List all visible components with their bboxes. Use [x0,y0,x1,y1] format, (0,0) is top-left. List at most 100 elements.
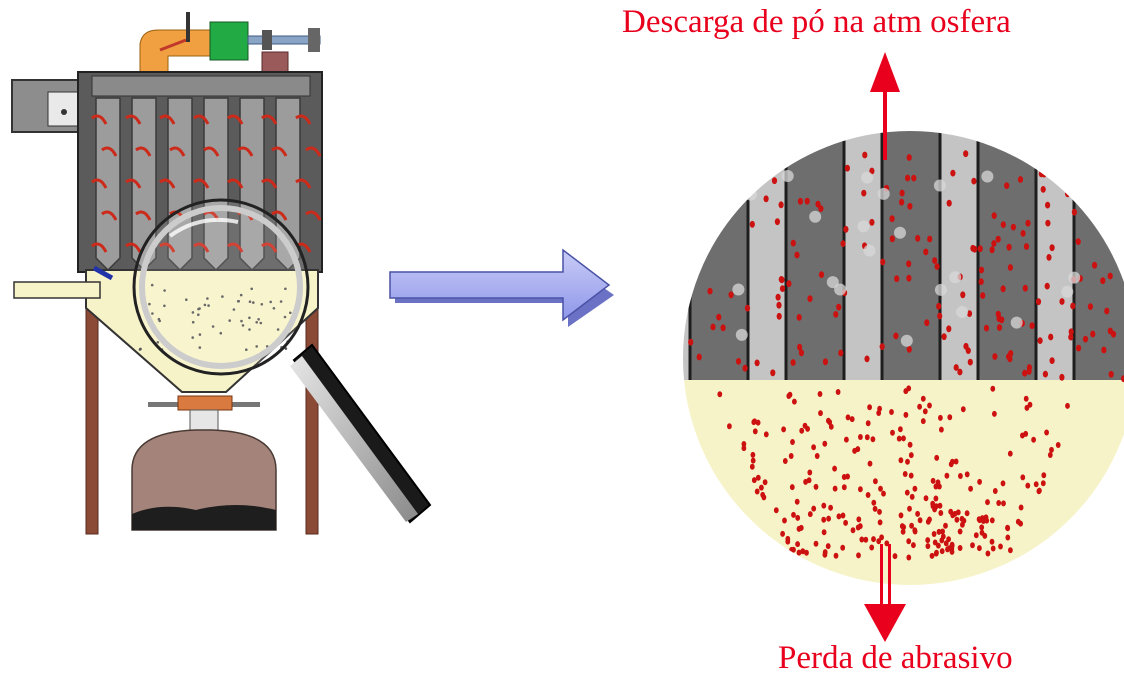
abrasive-particle [946,199,952,207]
abrasive-particle [862,151,868,159]
abrasive-particle [775,293,781,301]
airflow-arrow-icon [135,146,152,157]
abrasive-particle [979,524,985,531]
abrasive-particle [1101,346,1107,354]
abrasive-particle [1010,223,1017,231]
dust-dot [191,336,194,339]
abrasive-particle [707,287,713,295]
abrasive-particle [804,197,810,205]
dust-dot [237,299,240,303]
abrasive-particle [996,500,1002,506]
abrasive-particle [1040,480,1046,487]
abrasive-particle [1025,482,1031,489]
abrasive-particle [930,500,936,507]
abrasive-particle [716,164,722,172]
abrasive-particle [896,435,902,442]
abrasive-particle [1068,328,1074,336]
abrasive-particle [907,505,912,512]
abrasive-particle [989,517,995,524]
abrasive-particle [889,409,894,415]
abrasive-particle [798,524,804,531]
airflow-arrow-icon [271,210,288,221]
right-arrow-icon [389,248,614,327]
abrasive-particle [856,552,861,559]
abrasive-particle [983,324,990,332]
dust-dot [241,324,245,327]
abrasive-particle [1076,344,1082,352]
dust-dot [228,319,231,322]
abrasive-particle [1015,518,1021,525]
abrasive-particle [992,353,998,360]
dust-puff [877,187,890,200]
abrasive-particle [821,516,827,523]
abrasive-particle [1001,500,1006,507]
dust-dot [207,304,210,307]
abrasive-particle [797,197,804,205]
abrasive-particle [689,148,695,155]
abrasive-particle [1033,481,1039,488]
abrasive-particle [1007,450,1013,457]
abrasive-particle [952,510,958,517]
abrasive-particle [776,312,782,320]
airflow-arrow-icon [227,178,244,189]
abrasive-particle [773,507,779,514]
abrasive-particle [1020,230,1026,237]
abrasive-particle [907,441,913,448]
airflow-arrows-small [91,114,322,352]
abrasive-particle [782,458,788,464]
dust-dot [151,312,154,315]
collection-jar [131,429,277,531]
abrasive-particle [688,176,694,184]
airflow-arrow-icon [101,210,118,221]
dust-dot [139,347,142,351]
abrasive-particle [844,436,849,443]
abrasive-particle [957,545,963,551]
abrasive-particle [931,531,937,537]
dust-dot [248,328,251,331]
dust-dot [221,295,224,298]
container-neck [189,409,219,431]
filter-panel-magnified [784,130,846,384]
abrasive-particle [749,463,755,470]
abrasive-particle [939,548,945,555]
abrasive-particle [811,444,816,451]
up-arrow-shaft [883,82,887,160]
abrasive-particle [1035,298,1042,306]
abrasive-particle [1022,284,1028,292]
abrasive-particle [844,164,851,172]
dust-puff [894,226,906,239]
abrasive-particle [702,186,708,194]
abrasive-particle [867,404,872,411]
abrasive-particle [1047,452,1053,458]
abrasive-particle [864,434,870,441]
abrasive-particle [899,198,905,206]
dust-dot [248,300,252,304]
airflow-arrow-icon [125,114,142,125]
abrasive-particle [980,292,986,299]
airflow-arrow-icon [91,114,108,125]
abrasive-particle [939,537,945,544]
airflow-arrow-icon [159,178,176,189]
abrasive-particle [906,274,912,282]
dust-puff [732,283,745,296]
abrasive-particle [906,554,912,561]
abrasive-particle [904,489,910,496]
abrasive-particle [1008,350,1014,357]
abrasive-particle [1055,442,1061,448]
abrasive-particle [795,541,800,548]
abrasive-particle [1059,298,1065,305]
abrasive-particle [1000,480,1006,487]
dust-layer [682,380,1124,586]
abrasive-particle [898,512,904,519]
abrasive-particle [923,248,929,256]
abrasive-particle [795,514,801,521]
abrasive-particle [804,549,809,556]
abrasive-particle [778,276,784,283]
abrasive-particle [1091,192,1097,200]
abrasive-particle [779,285,786,292]
dust-puff [981,170,994,183]
abrasive-particle [1007,355,1013,363]
abrasive-particle [1044,282,1050,290]
shaft-coupling [262,30,272,50]
abrasive-particle [760,491,766,498]
